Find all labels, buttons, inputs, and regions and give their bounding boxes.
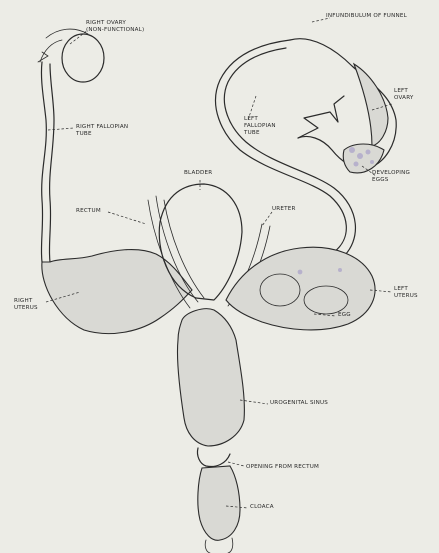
label-cloaca: CLOACA: [250, 504, 274, 511]
label-rectum: RECTUM: [76, 208, 101, 215]
label-right-ovary: RIGHT OVARY (NON-FUNCTIONAL): [86, 20, 144, 34]
left-uterus: [226, 247, 375, 330]
label-left-fallopian-tube: LEFT FALLOPIAN TUBE: [244, 116, 276, 137]
label-left-ovary: LEFT OVARY: [394, 88, 414, 102]
opening-from-rectum: [197, 448, 230, 467]
label-infundibulum: INFUNDIBULUM OF FUNNEL: [326, 13, 407, 20]
urogenital-sinus: [177, 309, 244, 446]
cloaca: [198, 466, 240, 540]
label-urogenital-sinus: UROGENITAL SINUS: [270, 400, 328, 407]
right-ovary: [38, 29, 104, 82]
left-ovary: [290, 39, 396, 173]
right-fallopian-tube: [41, 62, 54, 262]
infundibulum: [298, 96, 344, 138]
label-developing-eggs: DEVELOPING EGGS: [372, 170, 410, 184]
label-right-fallopian-tube: RIGHT FALLOPIAN TUBE: [76, 124, 128, 138]
label-bladder: BLADDER: [184, 170, 212, 177]
label-right-uterus: RIGHT UTERUS: [14, 298, 38, 312]
right-uterus: [42, 250, 192, 334]
label-ureter: URETER: [272, 206, 296, 213]
label-left-uterus: LEFT UTERUS: [394, 286, 418, 300]
label-opening-from-rectum: OPENING FROM RECTUM: [246, 464, 319, 471]
label-egg: EGG: [338, 312, 351, 319]
